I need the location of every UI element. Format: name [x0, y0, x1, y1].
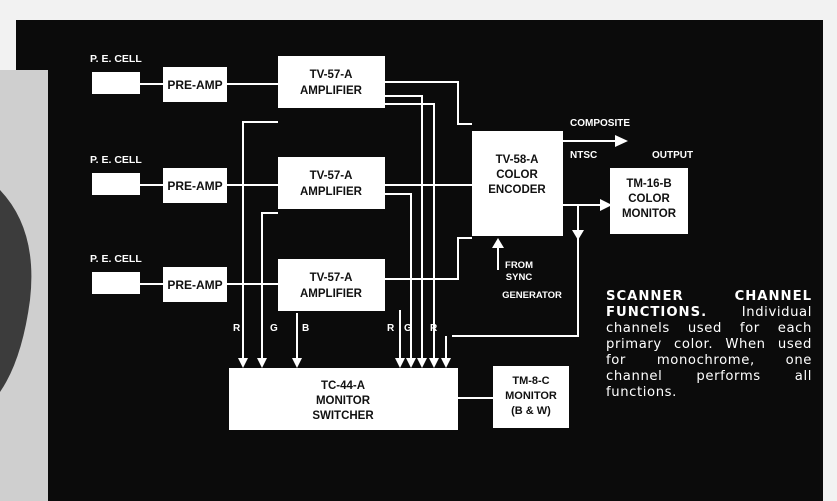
- preamp-label-2: PRE-AMP: [167, 179, 222, 193]
- switcher-line-2: MONITOR: [316, 395, 371, 407]
- caption-title: SCANNER CHANNEL FUNCTIONS.: [606, 289, 812, 320]
- pe-cell-label-1: P. E. CELL: [90, 53, 142, 65]
- output-label: OUTPUT: [652, 150, 693, 161]
- photo-shadow-overlay: [0, 190, 32, 392]
- amplifier-2: [278, 157, 385, 209]
- amplifier-2-model: TV-57-A: [310, 170, 353, 182]
- composite-label: COMPOSITE: [570, 118, 630, 129]
- amplifier-2-type: AMPLIFIER: [300, 186, 363, 198]
- ntsc-label: NTSC: [570, 150, 597, 161]
- amplifier-3: [278, 259, 385, 311]
- amplifier-3-model: TV-57-A: [310, 272, 353, 284]
- channel-letter-6: R: [430, 323, 438, 334]
- pe-cell-2: [92, 173, 140, 195]
- color-monitor-line-2: COLOR: [628, 193, 670, 205]
- pe-cell-label-3: P. E. CELL: [90, 253, 142, 265]
- amplifier-1: [278, 56, 385, 108]
- pe-cell-label-2: P. E. CELL: [90, 154, 142, 166]
- amplifier-1-type: AMPLIFIER: [300, 85, 363, 97]
- preamp-1: [163, 67, 227, 102]
- preamp-label-3: PRE-AMP: [167, 278, 222, 292]
- caption-body: Individual channels used for each primar…: [606, 305, 812, 400]
- encoder-model: TV-58-A: [496, 154, 539, 166]
- channel-letter-4: R: [387, 323, 395, 334]
- encoder-line-2: COLOR: [496, 169, 538, 181]
- bw-monitor-line-3: (B & W): [511, 405, 551, 417]
- color-monitor: [610, 168, 688, 234]
- bw-monitor-line-2: MONITOR: [505, 390, 557, 402]
- channel-letter-2: G: [270, 323, 278, 334]
- bw-monitor-model: TM-8-C: [512, 375, 549, 387]
- switcher-line-3: SWITCHER: [312, 410, 374, 422]
- preamp-3: [163, 267, 227, 302]
- color-encoder: [472, 131, 563, 236]
- sync-label-line-3: GENERATOR: [502, 290, 562, 301]
- amplifier-1-model: TV-57-A: [310, 69, 353, 81]
- encoder-line-3: ENCODER: [488, 184, 546, 196]
- arrowheads: [238, 135, 628, 368]
- color-monitor-model: TM-16-B: [626, 178, 671, 190]
- sync-label-line-1: FROM: [505, 260, 533, 271]
- color-monitor-line-3: MONITOR: [622, 208, 677, 220]
- channel-letter-3: B: [302, 323, 309, 334]
- caption: SCANNER CHANNEL FUNCTIONS. Individual ch…: [606, 289, 812, 401]
- monitor-switcher: [229, 368, 458, 430]
- bw-monitor: [493, 366, 569, 428]
- channel-letter-5: G: [404, 323, 412, 334]
- preamp-2: [163, 168, 227, 203]
- switcher-model: TC-44-A: [321, 380, 365, 392]
- pe-cell-3: [92, 272, 140, 294]
- preamp-label-1: PRE-AMP: [167, 78, 222, 92]
- amplifier-3-type: AMPLIFIER: [300, 288, 363, 300]
- wires: [140, 81, 621, 399]
- channel-letter-1: R: [233, 323, 241, 334]
- sync-label-line-2: SYNC: [506, 272, 533, 283]
- pe-cell-1: [92, 72, 140, 94]
